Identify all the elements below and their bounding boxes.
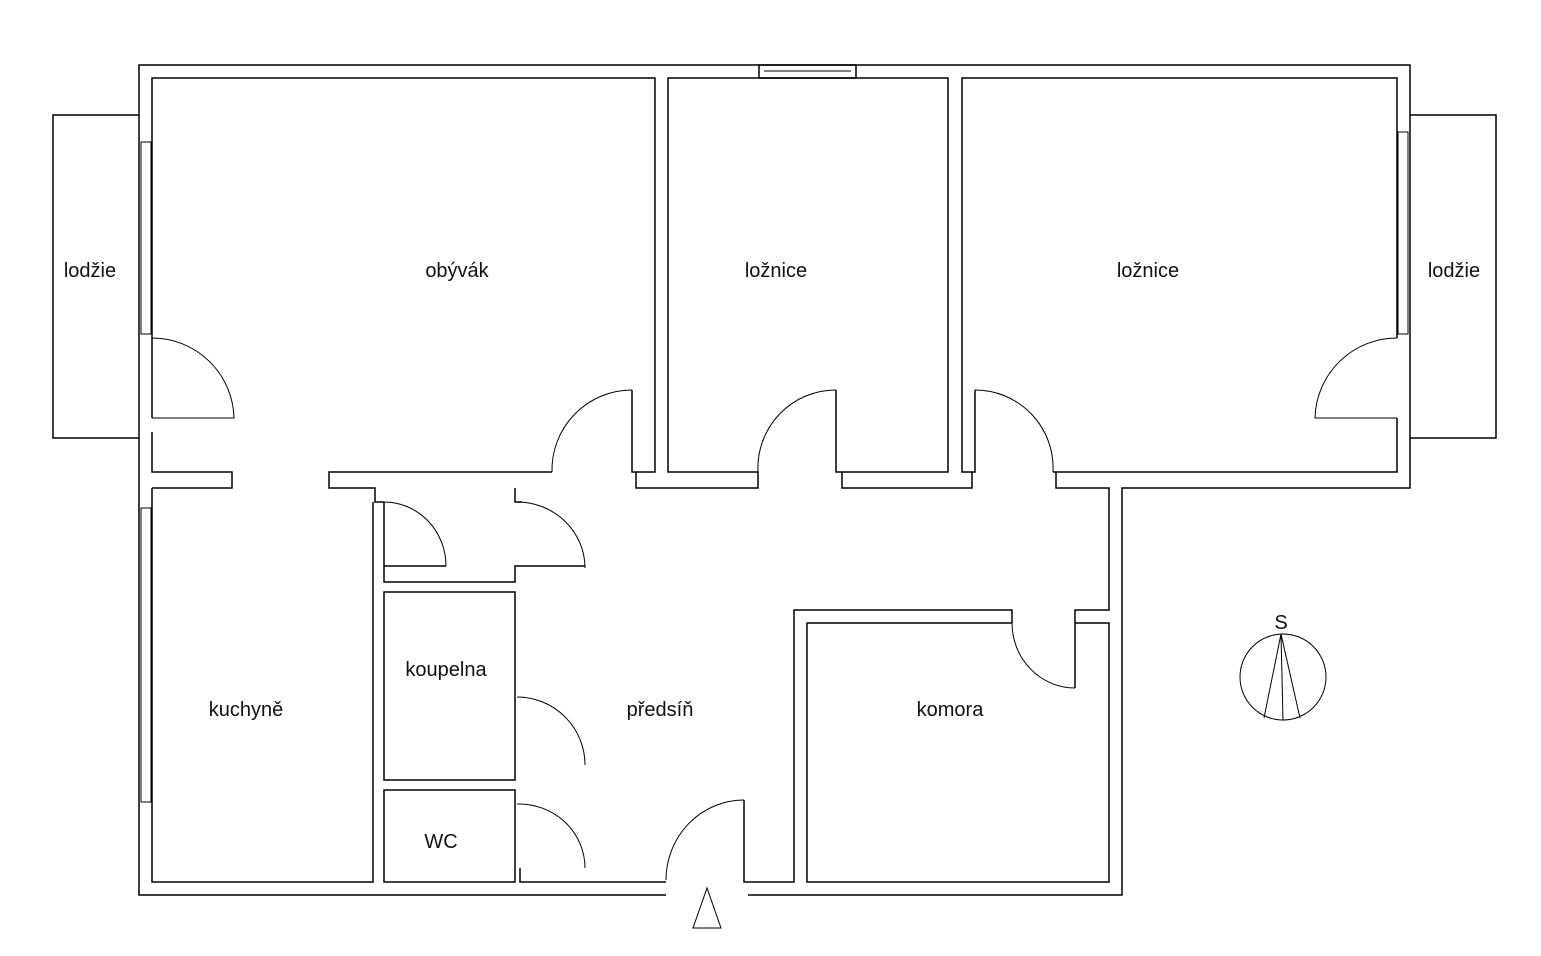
label-kuchyne: kuchyně — [209, 699, 284, 721]
entry-arrow-icon — [692, 886, 722, 929]
lodzie-right-outline — [1410, 114, 1497, 439]
compass-label: S — [1274, 612, 1287, 634]
label-koupelna: koupelna — [405, 659, 487, 681]
label-loznice-2: ložnice — [1117, 260, 1179, 282]
label-lodzie-right: lodžie — [1428, 260, 1480, 282]
door-loznice-2 — [974, 389, 1054, 473]
door-lodzie-right — [1314, 337, 1398, 419]
doors — [151, 337, 1398, 881]
label-wc: WC — [424, 831, 457, 853]
room-loznice-2-walls — [961, 77, 1398, 473]
door-bath-upper-2 — [516, 501, 586, 569]
door-koupelna — [516, 696, 586, 766]
outer-wall — [138, 64, 1411, 896]
wall-bath-door2 — [514, 488, 522, 503]
label-predsin: předsíň — [627, 699, 694, 721]
door-obyvak — [551, 389, 633, 473]
window-obyvak — [140, 141, 152, 335]
door-komora — [1011, 622, 1076, 689]
wall-obyvak-left-stub — [151, 432, 233, 489]
wall-bath-top — [383, 502, 585, 583]
room-koupelna — [383, 591, 516, 781]
door-bath-upper-1 — [383, 501, 447, 567]
wall-hall-top — [841, 472, 973, 489]
compass-needle-axis — [1280, 633, 1284, 721]
room-kuchyne-walls — [151, 488, 374, 883]
wall-komora-outer — [743, 609, 1013, 883]
window-loznice — [1397, 131, 1409, 335]
door-entry — [665, 799, 745, 881]
room-obyvak-walls — [151, 77, 656, 473]
wall-hall-bottom — [519, 868, 666, 883]
room-wc — [383, 789, 516, 883]
label-lodzie-left: lodžie — [64, 260, 116, 282]
wall-loznice-2-bottom — [1053, 418, 1398, 473]
door-lodzie-left — [151, 337, 235, 419]
wall-hall-right — [1055, 472, 1110, 688]
room-loznice-1-walls — [635, 77, 949, 489]
label-komora: komora — [917, 699, 985, 721]
door-loznice-1 — [757, 389, 837, 473]
lodzie-left-outline — [52, 114, 139, 439]
wall-obyvak-bottom — [328, 471, 552, 503]
compass-icon — [1239, 633, 1327, 721]
window-kuchyne — [140, 507, 152, 803]
room-komora — [806, 622, 1110, 883]
door-wc — [516, 803, 586, 869]
label-loznice-1: ložnice — [745, 260, 807, 282]
label-obyvak: obývák — [425, 260, 489, 282]
